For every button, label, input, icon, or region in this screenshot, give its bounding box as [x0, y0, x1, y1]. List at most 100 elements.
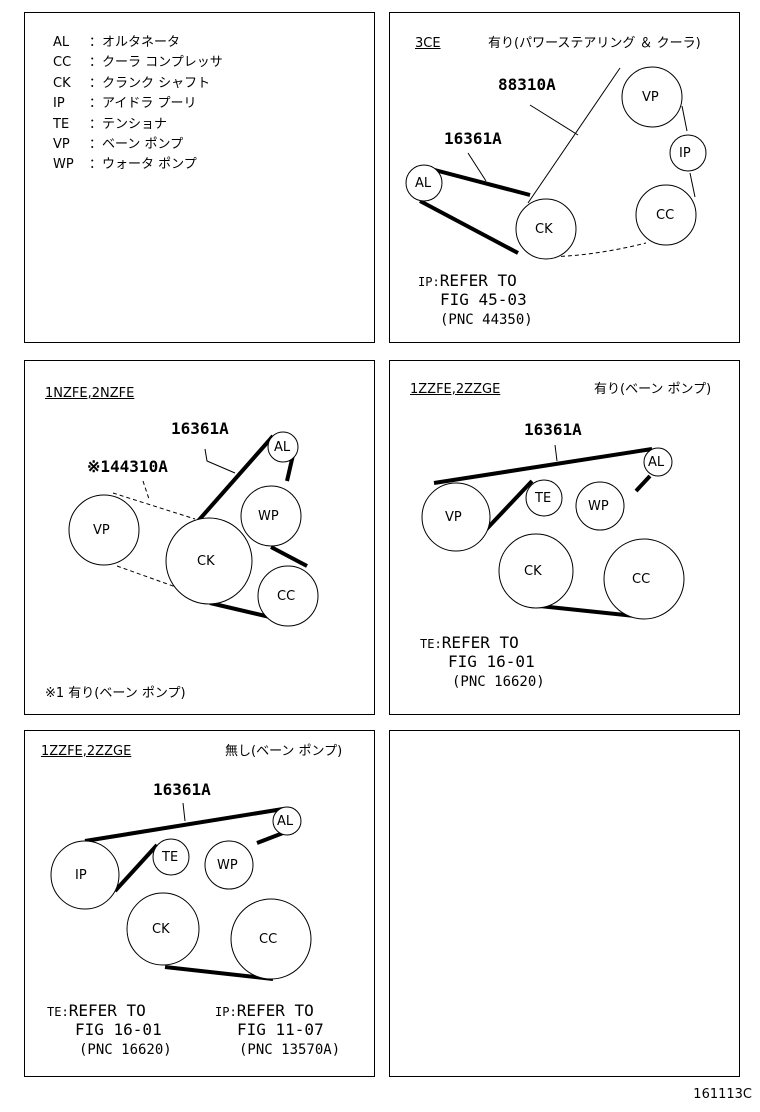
pulley-label-cc: CC [656, 208, 675, 223]
legend-name: オルタネータ [102, 35, 181, 50]
condition-label: 有り(パワーステアリング ＆ クーラ) [488, 36, 701, 51]
belt-thick [256, 831, 284, 845]
part-number-16361a: 16361A [444, 129, 502, 148]
legend-row-cc: CC：クーラ コンプレッサ [53, 55, 223, 70]
leader-line [204, 448, 236, 474]
legend-row-ck: CK：クランク シャフト [53, 76, 211, 91]
pulley-label-ck: CK [524, 564, 542, 579]
pulley-label-wp: WP [217, 858, 238, 873]
belt-thick [189, 434, 275, 531]
pulley-vp [421, 482, 491, 552]
pulley-al [272, 806, 302, 836]
engine-label: 1ZZFE,2ZZGE [41, 744, 132, 759]
condition-label: 無し(ベーン ポンプ) [225, 744, 343, 759]
pulley-ck [126, 892, 200, 966]
belt-line [527, 67, 621, 204]
legend-row-wp: WP：ウォータ ポンプ [53, 157, 197, 172]
pulley-label-al: AL [648, 455, 665, 470]
part-number-16361a: 16361A [171, 419, 229, 438]
belt-diagram-1zzfe-with-vp [421, 444, 685, 620]
reference-note-ip: IP:REFER TO FIG 11-07 (PNC 13570A) [215, 1001, 341, 1059]
legend-name: ウォータ ポンプ [102, 157, 197, 172]
pulley-ip [669, 134, 707, 172]
pulley-ck [515, 198, 577, 260]
belt-thick [419, 199, 519, 255]
leader-line [554, 444, 558, 462]
leader-line [182, 802, 186, 822]
pulley-label-te: TE [162, 850, 179, 865]
pulley-label-wp: WP [258, 509, 279, 524]
pulley-vp [68, 494, 140, 566]
legend-row-vp: VP：ベーン ポンプ [53, 137, 184, 152]
belt-dashed [112, 492, 196, 520]
part-number-16361a: 16361A [153, 780, 211, 799]
pulley-label-te: TE [535, 491, 552, 506]
pulley-te [152, 838, 190, 876]
panel-empty [389, 730, 740, 1077]
belt-thick [113, 843, 159, 893]
pulley-ck [165, 517, 253, 605]
belt-thick [529, 603, 645, 619]
legend-row-ip: IP：アイドラ プーリ [53, 96, 197, 111]
belt-thick [84, 807, 284, 843]
pulley-cc [635, 184, 697, 246]
pulley-cc [257, 565, 319, 627]
pulley-label-vp: VP [93, 523, 110, 538]
pulley-wp [240, 485, 302, 547]
pulley-label-cc: CC [632, 572, 651, 587]
pulley-al [643, 447, 673, 477]
engine-label: 3CE [415, 36, 441, 51]
engine-label: 1NZFE,2NZFE [45, 386, 135, 401]
panel-1zzfe-without-vp: 1ZZFE,2ZZGE 無し(ベーン ポンプ) 16361A AL TE IP … [24, 730, 375, 1077]
belt-diagram-1zzfe-without-vp [50, 802, 312, 981]
pulley-label-ip: IP [679, 146, 691, 161]
pulley-al [405, 164, 443, 202]
belt-line [681, 105, 688, 132]
pulley-vp [621, 66, 683, 128]
footnote: ※1 有り(ベーン ポンプ) [45, 686, 186, 701]
belt-thick [270, 545, 308, 568]
reference-note: TE:REFER TO FIG 16-01 (PNC 16620) [420, 633, 545, 691]
pulley-cc [603, 538, 685, 620]
belt-line [689, 172, 696, 198]
belt-diagram-1nzfe [68, 431, 319, 627]
pulley-label-al: AL [415, 176, 432, 191]
leader-line [142, 480, 150, 500]
figure-id: 161113C [693, 1087, 752, 1102]
panel-1zzfe-with-vp: 1ZZFE,2ZZGE 有り(ベーン ポンプ) 16361A AL TE WP … [389, 360, 740, 715]
belt-thick [433, 447, 653, 485]
pulley-ck [498, 533, 574, 609]
part-number-88310a: 88310A [498, 75, 556, 94]
part-number-16361a: 16361A [524, 420, 582, 439]
leader-line [467, 152, 487, 182]
belt-thick [164, 965, 274, 981]
pulley-label-cc: CC [277, 589, 296, 604]
pulley-label-wp: WP [588, 499, 609, 514]
belt-dashed [116, 565, 202, 597]
legend-name: クーラ コンプレッサ [102, 55, 223, 70]
pulley-label-ck: CK [152, 922, 170, 937]
pulley-cc [230, 898, 312, 980]
pulley-label-al: AL [274, 440, 291, 455]
panel-3ce: 3CE 有り(パワーステアリング ＆ クーラ) 88310A 16361A VP… [389, 12, 740, 343]
condition-label: 有り(ベーン ポンプ) [594, 382, 712, 397]
reference-note: IP:REFER TO FIG 45-03 (PNC 44350) [418, 271, 533, 329]
pulley-label-vp: VP [445, 510, 462, 525]
legend-name: テンショナ [102, 117, 168, 132]
legend-name: アイドラ プーリ [102, 96, 197, 111]
pulley-label-cc: CC [259, 932, 278, 947]
part-number-44310a: ※144310A [87, 457, 168, 476]
legend-row-al: AL：オルタネータ [53, 35, 181, 50]
pulley-label-ck: CK [535, 222, 553, 237]
belt-diagram-3ce [405, 66, 707, 260]
legend-panel: AL：オルタネータ CC：クーラ コンプレッサ CK：クランク シャフト IP：… [24, 12, 375, 343]
legend-row-te: TE：テンショナ [53, 117, 168, 132]
pulley-label-ck: CK [197, 554, 215, 569]
reference-note-te: TE:REFER TO FIG 16-01 (PNC 16620) [47, 1001, 172, 1059]
belt-thick [426, 166, 531, 197]
belt-thick [634, 474, 652, 493]
pulley-label-ip: IP [75, 868, 87, 883]
pulley-ip [50, 840, 120, 910]
pulley-al [267, 431, 299, 463]
legend-name: ベーン ポンプ [102, 137, 184, 152]
